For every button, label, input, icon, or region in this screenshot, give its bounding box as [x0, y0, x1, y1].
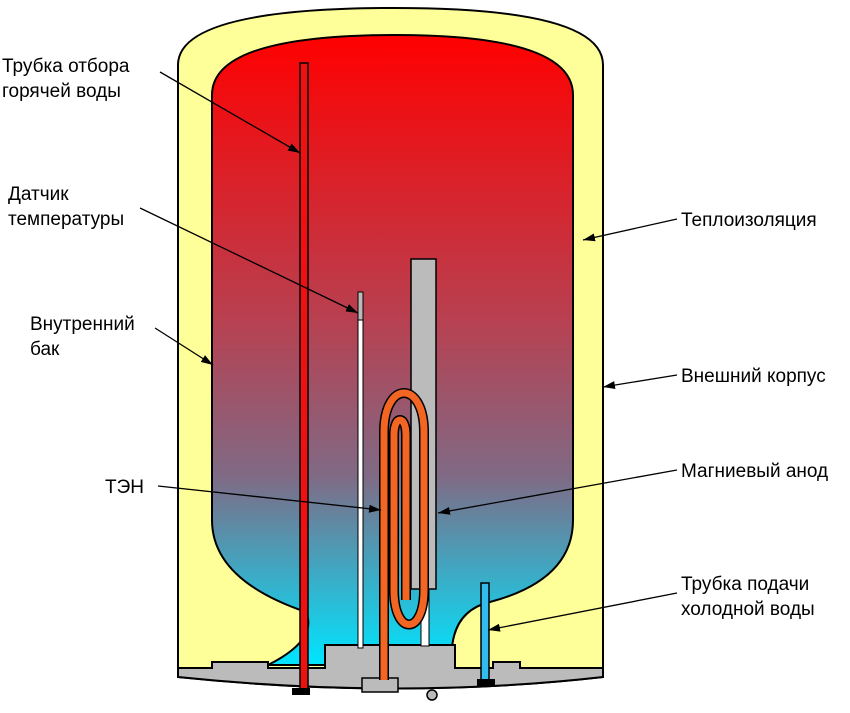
label-anode: Магниевый анод: [681, 461, 828, 482]
label-inner-tank: Внутренний бак: [30, 314, 140, 360]
temperature-sensor-tube: [357, 317, 364, 649]
label-cold-pipe-line1: Трубка подачи: [681, 574, 809, 595]
label-insulation-line1: Теплоизоляция: [681, 210, 817, 231]
leader-outer-case: [602, 374, 678, 390]
label-inner-tank-line1: Внутренний: [30, 314, 135, 335]
label-temp-sensor-line1: Датчик: [8, 184, 69, 205]
label-outer-case: Внешний корпус: [681, 366, 826, 387]
heating-element: [380, 389, 428, 680]
flange-plate: [361, 677, 399, 693]
label-heater: ТЭН: [105, 477, 144, 498]
hot-water-pipe: [299, 62, 309, 694]
temperature-sensor-tip: [357, 291, 364, 321]
leader-hot-pipe: [159, 71, 301, 154]
leader-cold-pipe: [487, 592, 678, 632]
hot-pipe-foot: [292, 688, 310, 695]
label-hot-pipe-line2: горячей воды: [2, 81, 121, 102]
leader-inner-tank: [154, 327, 214, 366]
label-inner-tank-line2: бак: [30, 339, 60, 360]
flange-bolt: [426, 689, 438, 701]
label-hot-pipe: Трубка отбора горячей воды: [2, 56, 135, 102]
bottom-flange: [177, 644, 604, 690]
label-insulation: Теплоизоляция: [681, 210, 817, 231]
label-cold-pipe-line2: холодной воды: [681, 599, 815, 620]
leader-insulation: [582, 218, 678, 242]
label-anode-line1: Магниевый анод: [681, 461, 828, 482]
leader-anode: [437, 469, 678, 515]
cold-water-pipe: [480, 582, 490, 684]
label-cold-pipe: Трубка подачи холодной воды: [681, 574, 815, 620]
label-temp-sensor-line2: температуры: [8, 209, 124, 230]
cold-pipe-foot: [477, 679, 495, 686]
label-outer-case-line1: Внешний корпус: [681, 366, 826, 387]
label-heater-line1: ТЭН: [105, 477, 144, 498]
label-temp-sensor: Датчик температуры: [8, 184, 124, 230]
label-hot-pipe-line1: Трубка отбора: [2, 56, 130, 77]
leader-temp-sensor: [139, 207, 359, 314]
leader-heater: [157, 485, 382, 513]
